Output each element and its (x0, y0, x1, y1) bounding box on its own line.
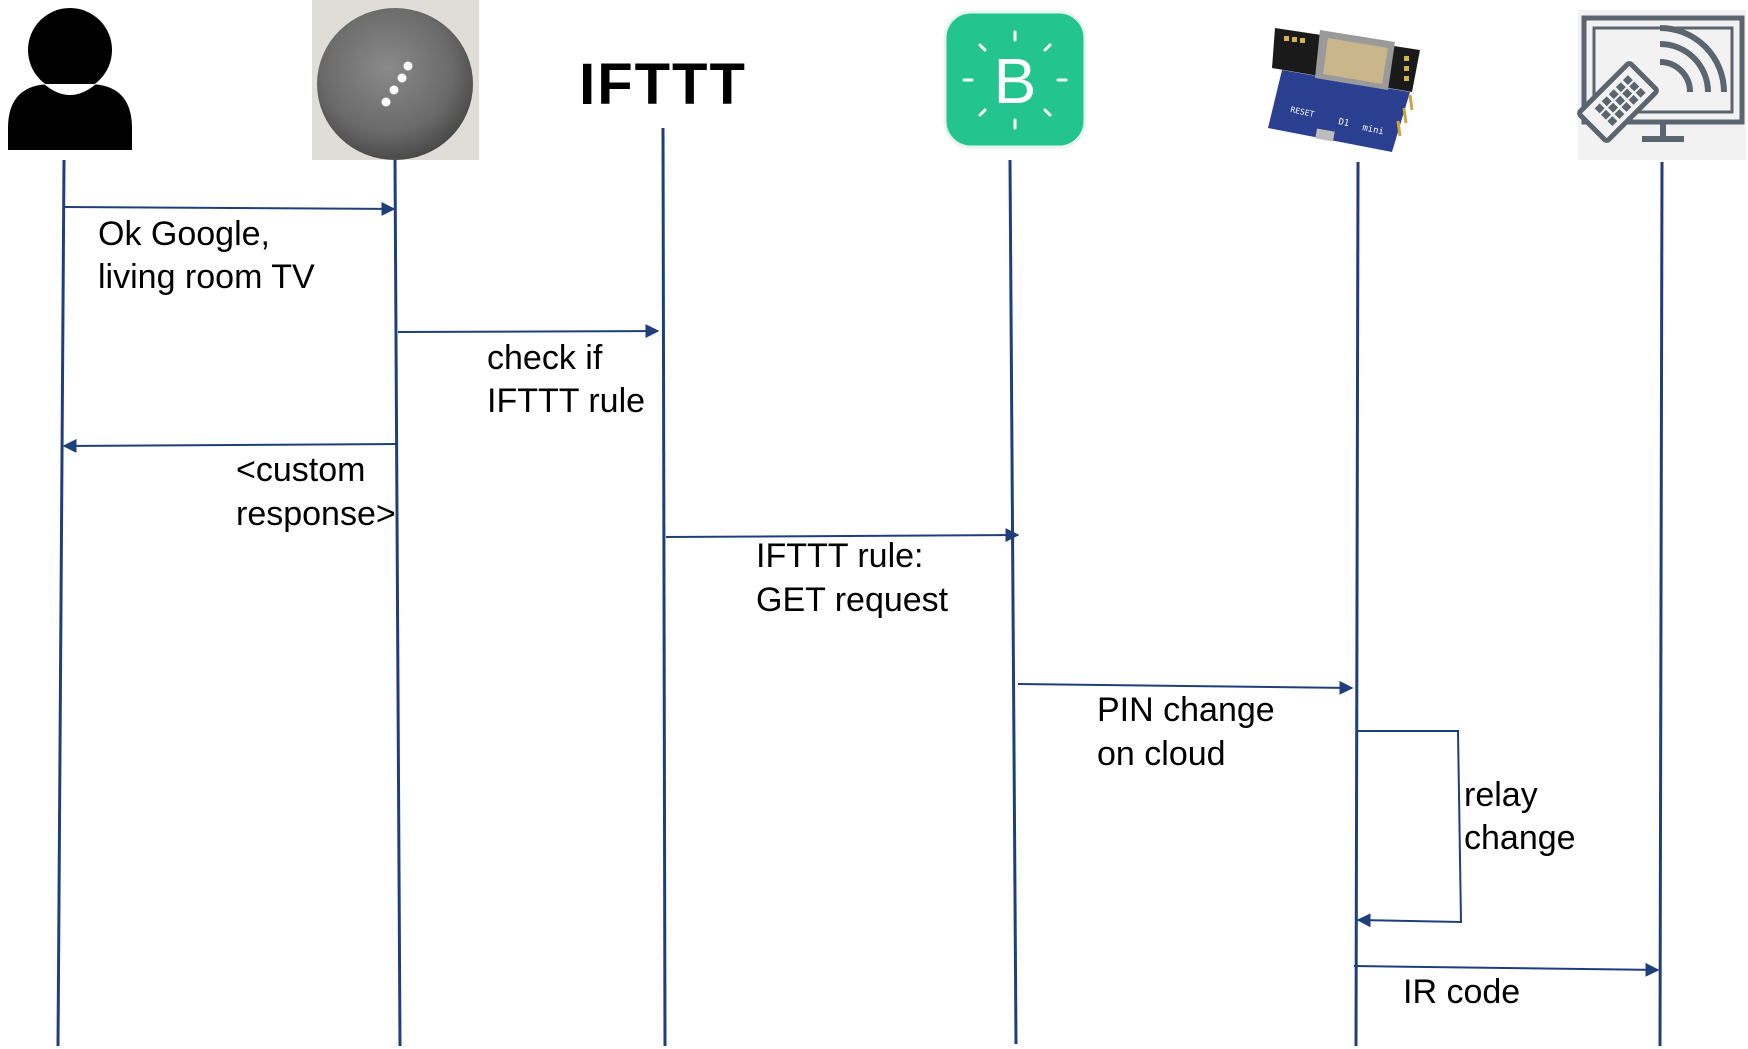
message-7-line-1: IR code (1403, 973, 1520, 1011)
message-3-line-2: response> (236, 495, 396, 533)
message-6-line-1: relay (1464, 776, 1538, 814)
lifeline-ifttt (661, 127, 667, 1047)
participant-blynk: B (943, 10, 1087, 149)
message-6-line-2: change (1464, 819, 1576, 857)
message-4-line-2: GET request (756, 581, 949, 619)
participant-ifttt: IFTTT (579, 52, 747, 117)
message-1-line-1: Ok Google, (98, 215, 270, 253)
message-arrow-4 (665, 528, 1020, 543)
board-d1-label: D1 (1337, 117, 1350, 129)
google-home-mini-photo (312, 0, 479, 160)
message-5-line-2: on cloud (1097, 735, 1226, 773)
message-arrow-3 (62, 438, 397, 453)
lifeline-user (56, 159, 66, 1047)
lifeline-blynk (1008, 159, 1018, 1045)
wemos-d1-mini-board-photo: RESET D1 mini (1268, 28, 1420, 152)
participant-tv (1577, 10, 1746, 160)
tv-remote-icon (1577, 10, 1746, 160)
ifttt-logo: IFTTT (579, 52, 747, 117)
participant-board: RESET D1 mini (1268, 28, 1420, 152)
participant-user (8, 8, 132, 150)
message-1-line-2: living room TV (98, 258, 315, 296)
participant-speaker (312, 0, 479, 160)
message-arrow-5 (1017, 680, 1354, 695)
message-arrow-2 (397, 324, 660, 339)
message-arrow-7 (1353, 962, 1660, 977)
message-3-line-1: <custom (236, 451, 365, 489)
message-arrow-1 (63, 201, 396, 216)
lifeline-speaker (393, 159, 402, 1047)
blynk-letter: B (994, 45, 1037, 117)
blynk-logo: B (943, 10, 1087, 149)
message-2-line-2: IFTTT rule (487, 382, 645, 420)
message-5-line-1: PIN change (1097, 691, 1275, 729)
lifeline-tv (1658, 161, 1664, 1047)
board-mini-label: mini (1361, 123, 1384, 137)
lifeline-board (1354, 161, 1360, 1047)
person-icon (8, 8, 132, 150)
message-4-line-1: IFTTT rule: (756, 537, 924, 575)
message-2-line-1: check if (487, 339, 603, 377)
message-arrow-6-self (1356, 730, 1463, 928)
